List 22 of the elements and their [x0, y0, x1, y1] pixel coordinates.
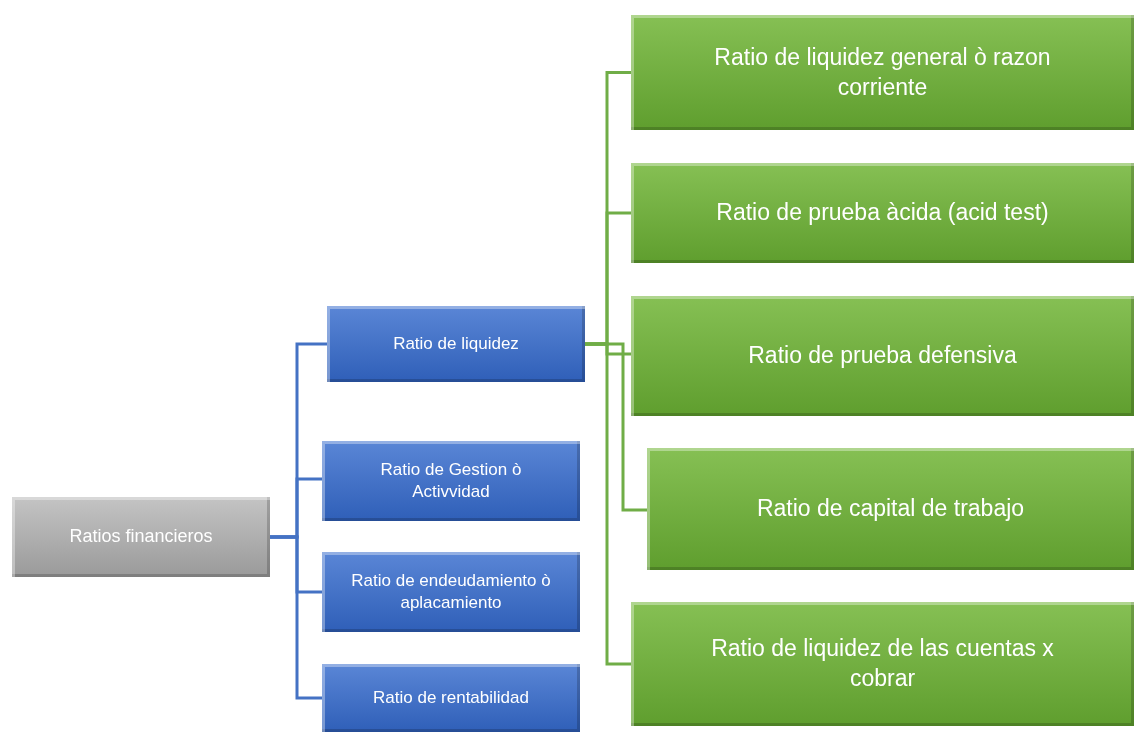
box-label: Ratio de liquidez [393, 332, 519, 355]
box-label: Ratio de liquidez general ò razon corriente [713, 42, 1052, 102]
box-label: Ratio de rentabilidad [373, 686, 529, 709]
box-label: Ratio de prueba defensiva [748, 341, 1017, 371]
category-box [322, 664, 580, 732]
ratio-box [631, 15, 1134, 130]
category-box [322, 441, 580, 521]
box-label: Ratios financieros [69, 525, 213, 549]
box-label: Ratio de prueba àcida (acid test) [716, 198, 1049, 228]
category-box [322, 552, 580, 632]
connector-line [270, 535, 322, 700]
box-label: Ratio de capital de trabajo [756, 494, 1025, 524]
box-label: Ratio de Gestion ò Activvidad [379, 458, 523, 503]
ratio-box [631, 296, 1134, 416]
connector-line [585, 342, 631, 666]
category-box [327, 306, 585, 382]
ratio-box [631, 602, 1134, 726]
ratio-box [647, 448, 1134, 570]
box-label: Ratio de liquidez de las cuentas x cobrar [710, 634, 1055, 693]
root-box [12, 497, 270, 577]
box-label: Ratio de endeudamiento ò aplacamiento [350, 569, 552, 614]
ratio-box [631, 163, 1134, 263]
